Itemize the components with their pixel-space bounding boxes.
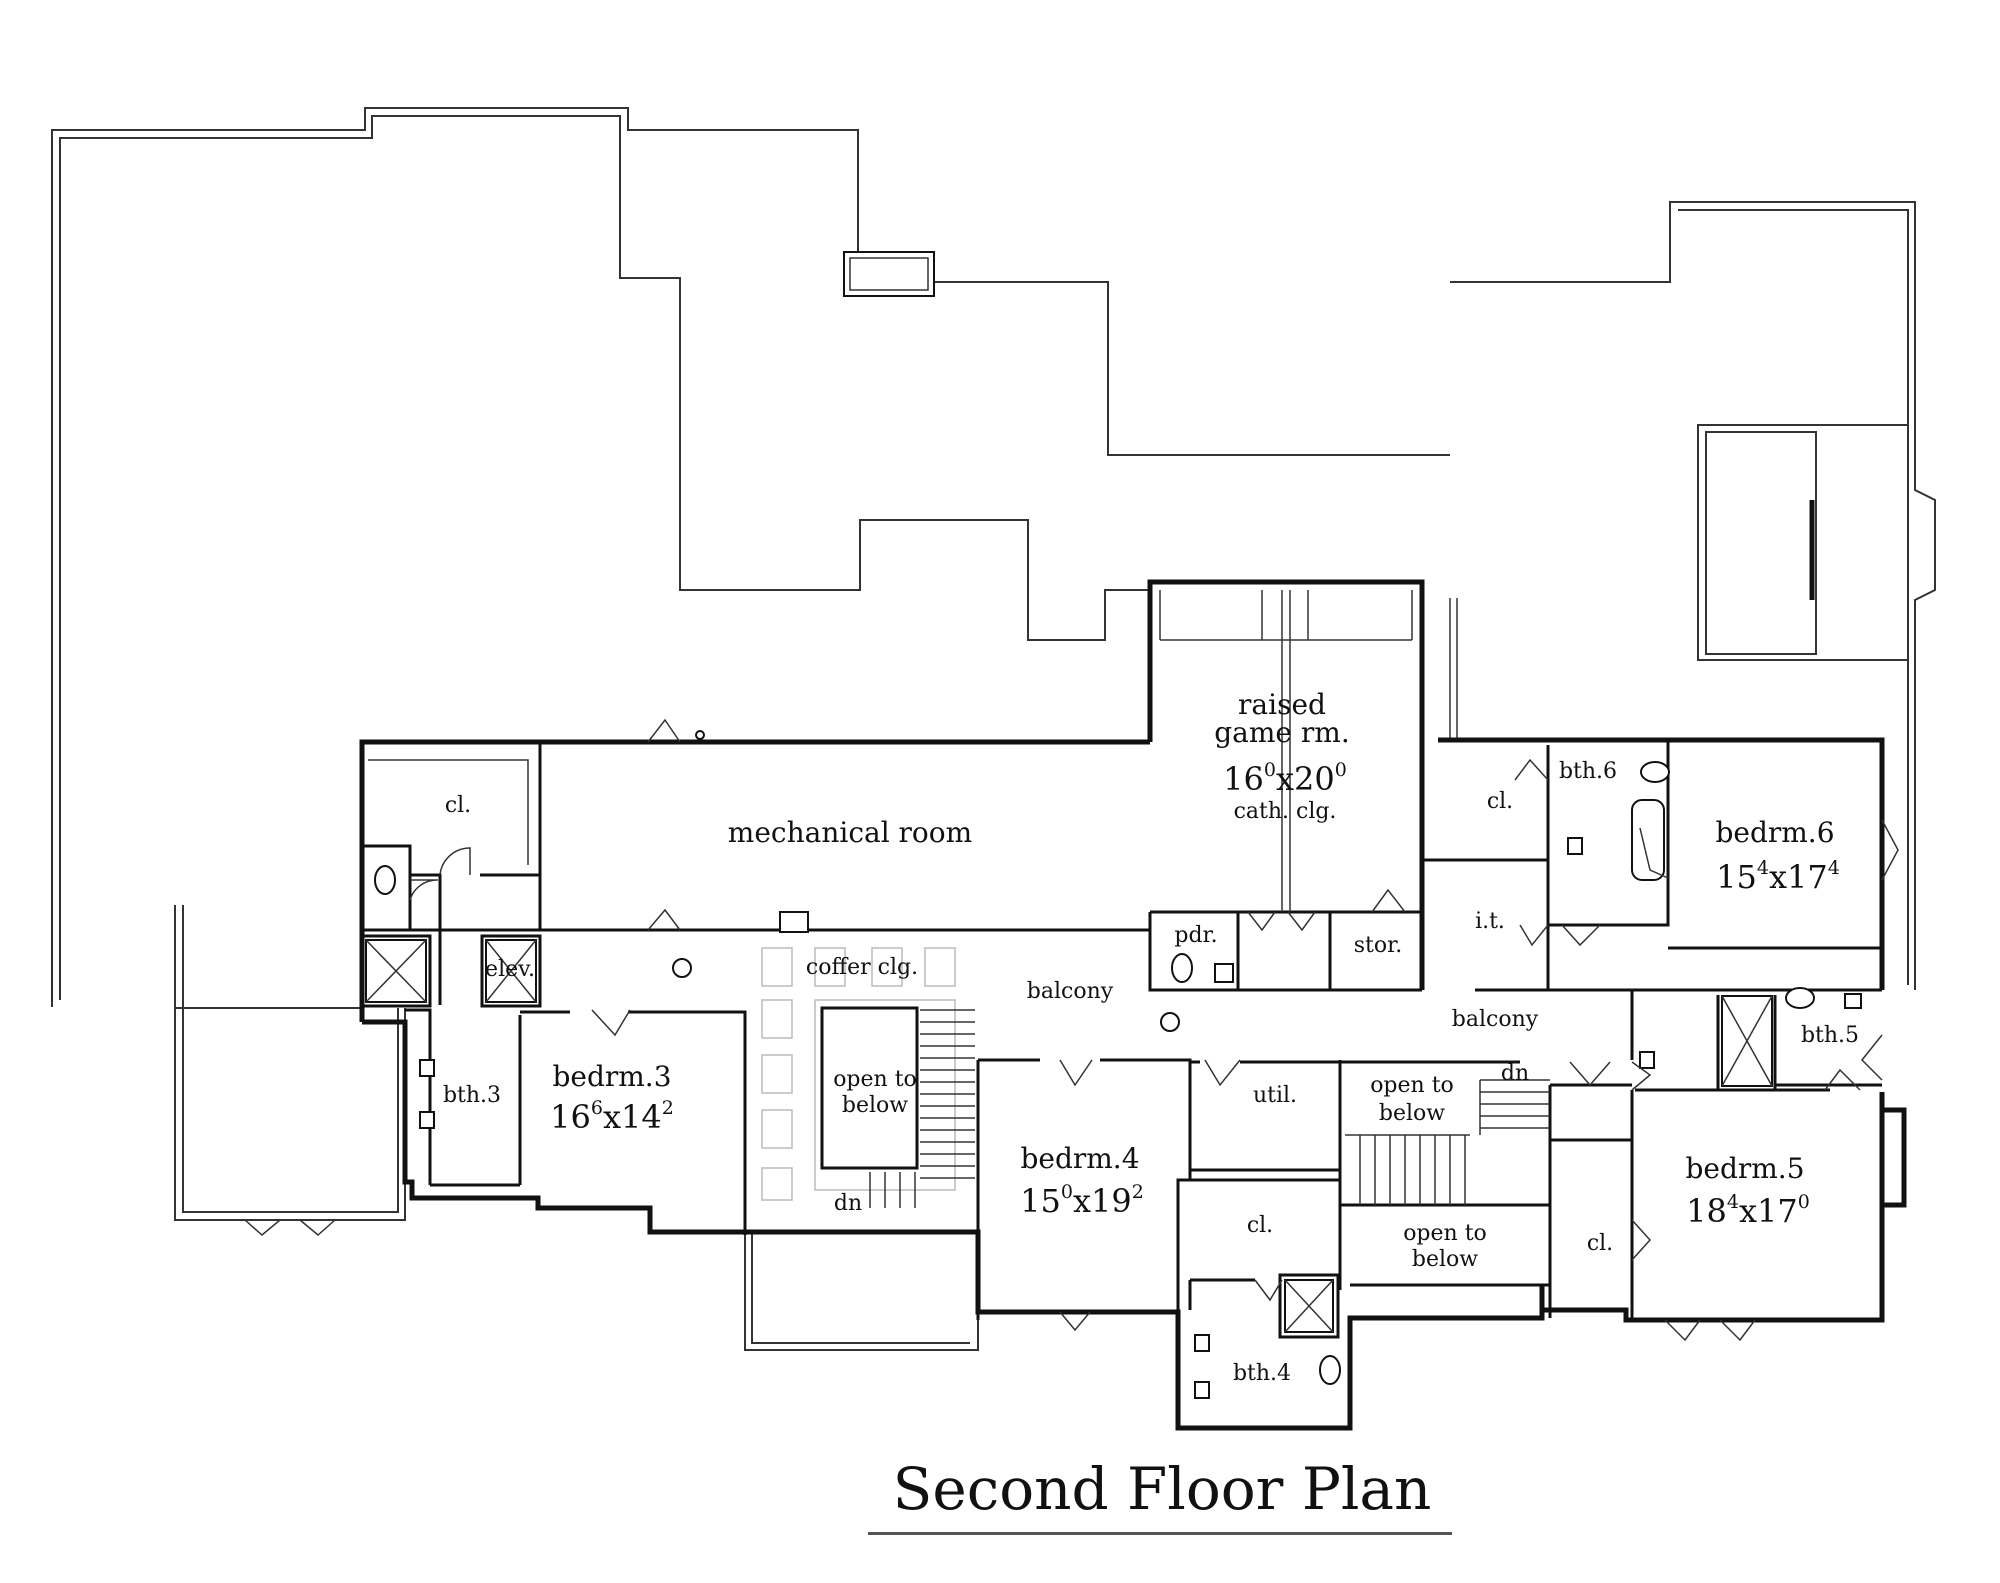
skylight-icon bbox=[843, 251, 935, 297]
fixtures bbox=[365, 730, 1862, 1399]
hose-bib-icon bbox=[695, 730, 705, 740]
interior-walls bbox=[360, 590, 1882, 1339]
powder-room-label: pdr. bbox=[1174, 923, 1217, 948]
coffer-ceiling-label: coffer clg. bbox=[806, 955, 918, 980]
game-room-name-line2: game rm. bbox=[1214, 716, 1349, 749]
storage-label: stor. bbox=[1354, 933, 1402, 958]
exterior-walls bbox=[359, 579, 1907, 1431]
game-room-name-line1: raised bbox=[1238, 688, 1326, 721]
open-to-below-label: open to bbox=[833, 1067, 917, 1092]
sink-icon bbox=[1194, 1381, 1210, 1399]
closet-label: cl. bbox=[445, 793, 471, 818]
bedroom-6-dimensions: 154x174 bbox=[1716, 857, 1840, 896]
closet-label: cl. bbox=[1587, 1231, 1613, 1256]
bath-3-label: bth.3 bbox=[443, 1083, 501, 1108]
bedroom-6-name: bedrm.6 bbox=[1715, 816, 1834, 849]
closet-label: cl. bbox=[1247, 1213, 1273, 1238]
room-labels: raised game rm. 160x200 cath. clg. mecha… bbox=[443, 688, 1859, 1386]
toilet-icon bbox=[1640, 761, 1670, 783]
open-to-below-label: below bbox=[1379, 1101, 1445, 1126]
sink-icon bbox=[1844, 993, 1862, 1009]
plan-title: Second Floor Plan bbox=[892, 1455, 1432, 1523]
sink-icon bbox=[1567, 837, 1583, 855]
open-to-below-label: open to bbox=[1370, 1073, 1454, 1098]
game-room-ceiling-note: cath. clg. bbox=[1234, 799, 1337, 824]
bedroom-3-name: bedrm.3 bbox=[552, 1060, 671, 1093]
bath-4-label: bth.4 bbox=[1233, 1361, 1291, 1386]
mechanical-unit-icon bbox=[779, 911, 809, 933]
sink-icon bbox=[1639, 1051, 1655, 1069]
roof-outline bbox=[51, 107, 1936, 1351]
toilet-icon bbox=[1785, 987, 1815, 1009]
balcony-label: balcony bbox=[1027, 979, 1114, 1004]
linen-closet-label: i.t. bbox=[1475, 909, 1505, 934]
open-to-below-label: below bbox=[1412, 1247, 1478, 1272]
stair-right bbox=[1345, 1079, 1550, 1205]
toilet-icon bbox=[1171, 953, 1193, 983]
sink-icon bbox=[1194, 1334, 1210, 1352]
stair-left bbox=[820, 1006, 975, 1208]
bedroom-3-dimensions: 166x142 bbox=[550, 1097, 674, 1136]
doors bbox=[244, 718, 1899, 1342]
title-underline bbox=[868, 1532, 1452, 1535]
sink-icon bbox=[1214, 963, 1234, 983]
sink-icon bbox=[419, 1111, 435, 1129]
bedroom-5-name: bedrm.5 bbox=[1685, 1152, 1804, 1185]
sink-icon bbox=[419, 1059, 435, 1077]
column-icon bbox=[672, 958, 692, 978]
bath-5-label: bth.5 bbox=[1801, 1023, 1859, 1048]
open-to-below-label: below bbox=[842, 1093, 908, 1118]
bathtub-icon bbox=[1631, 799, 1665, 881]
column-icon bbox=[1160, 1012, 1180, 1032]
toilet-icon bbox=[1319, 1355, 1341, 1385]
bedroom-4-dimensions: 150x192 bbox=[1020, 1181, 1144, 1220]
balcony-label: balcony bbox=[1452, 1007, 1539, 1032]
bath-6-label: bth.6 bbox=[1559, 759, 1617, 784]
toilet-icon bbox=[374, 865, 396, 895]
coffer-ceiling-grid bbox=[761, 947, 956, 1201]
bedroom-5-dimensions: 184x170 bbox=[1686, 1191, 1810, 1230]
closet-label: cl. bbox=[1487, 789, 1513, 814]
game-room-dimensions: 160x200 bbox=[1223, 759, 1347, 798]
stair-down-label: dn bbox=[834, 1191, 862, 1216]
utility-label: util. bbox=[1253, 1083, 1297, 1108]
open-to-below-label: open to bbox=[1403, 1221, 1487, 1246]
mechanical-room-name: mechanical room bbox=[728, 816, 972, 849]
stair-down-label: dn bbox=[1501, 1061, 1529, 1086]
elevator-label: elev. bbox=[485, 957, 535, 982]
bedroom-4-name: bedrm.4 bbox=[1020, 1142, 1139, 1175]
